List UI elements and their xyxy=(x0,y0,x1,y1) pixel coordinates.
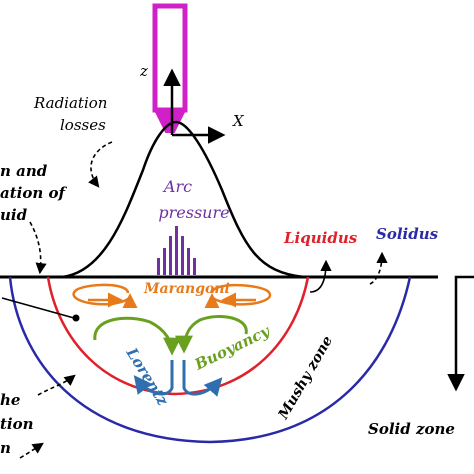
marangoni-label: Marangoni xyxy=(143,281,230,297)
x-axis-label: X xyxy=(232,112,245,130)
arc-pressure-label-line1: Arc xyxy=(162,177,192,196)
liquidus-boundary xyxy=(46,276,310,396)
z-axis-label: z xyxy=(139,62,148,80)
pointer-lines xyxy=(1,141,388,459)
buoyancy-label: Buoyancy xyxy=(191,321,274,374)
arc-pressure-bars xyxy=(157,226,196,275)
radiation-label-line2: losses xyxy=(60,116,106,134)
lorentz-label: Lorentz xyxy=(122,344,172,409)
solid-zone-label: Solid zone xyxy=(368,420,455,438)
cut-label-left-2: ation of xyxy=(0,184,67,202)
cut-label-bottom-3: n xyxy=(0,439,11,457)
arc-profile-curve xyxy=(61,120,305,279)
radiation-label-line1: Radiation xyxy=(33,94,107,112)
liquidus-label: Liquidus xyxy=(283,229,358,247)
lorentz-flow xyxy=(133,360,223,397)
torch xyxy=(152,3,188,133)
arc-pressure-label-line2: pressure xyxy=(158,203,229,222)
marangoni-flow-right xyxy=(204,283,272,309)
solid-zone-box xyxy=(454,275,474,300)
cut-label-left-3: uid xyxy=(0,206,28,224)
cut-label-bottom-2: tion xyxy=(0,415,34,433)
marangoni-flow-left xyxy=(72,283,138,309)
cut-label-left-1: n and xyxy=(0,162,48,180)
solidus-boundary xyxy=(8,276,412,444)
cut-label-bottom-1: he xyxy=(0,391,20,409)
buoyancy-flow xyxy=(93,315,248,356)
coordinate-axes xyxy=(163,68,226,144)
solidus-label: Solidus xyxy=(376,225,439,243)
